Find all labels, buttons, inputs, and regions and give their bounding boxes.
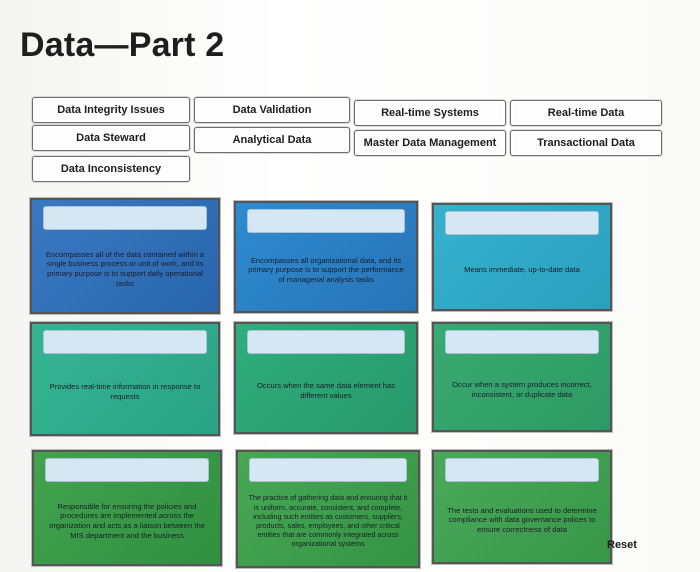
definition-card-real-time-data: Means immediate, up-to-date data [432, 203, 612, 311]
definition-text: Provides real-time information in respon… [49, 382, 201, 401]
term-real-time-data[interactable]: Real-time Data [510, 100, 662, 126]
definition-card-master-data-management: The practice of gathering data and ensur… [236, 450, 420, 568]
term-data-validation[interactable]: Data Validation [194, 97, 350, 123]
definition-card-data-inconsistency: Occurs when the same data element has di… [234, 322, 418, 434]
definition-card-real-time-systems: Provides real-time information in respon… [30, 322, 220, 436]
definition-text: Responsible for ensuring the policies an… [49, 501, 205, 540]
term-analytical-data[interactable]: Analytical Data [194, 127, 350, 153]
definition-text: The practice of gathering data and ensur… [248, 493, 408, 549]
definition-text: Occur when a system produces incorrect, … [452, 380, 592, 399]
definition-card-data-steward: Responsible for ensuring the policies an… [32, 450, 222, 566]
definition-text: Encompasses all organizational data, and… [248, 255, 404, 284]
drop-slot[interactable] [445, 330, 599, 354]
definition-card-data-integrity-issues: Occur when a system produces incorrect, … [432, 322, 612, 432]
drop-slot[interactable] [43, 330, 207, 354]
definition-card-data-validation: The tests and evaluations used to determ… [432, 450, 612, 564]
term-transactional-data[interactable]: Transactional Data [510, 130, 662, 156]
term-data-integrity-issues[interactable]: Data Integrity Issues [32, 97, 190, 123]
definition-text: Means immediate, up-to-date data [464, 265, 580, 275]
definition-card-transactional-data: Encompasses all of the data contained wi… [30, 198, 220, 314]
definition-text: Occurs when the same data element has di… [256, 381, 396, 400]
drop-slot[interactable] [247, 330, 405, 354]
term-real-time-systems[interactable]: Real-time Systems [354, 100, 506, 126]
drop-slot[interactable] [445, 211, 599, 235]
drop-slot[interactable] [445, 458, 599, 482]
page-title: Data—Part 2 [20, 26, 225, 64]
definition-text: Encompasses all of the data contained wi… [45, 249, 205, 288]
drop-slot[interactable] [249, 458, 407, 482]
term-master-data-management[interactable]: Master Data Management [354, 130, 506, 156]
drop-slot[interactable] [45, 458, 209, 482]
drop-slot[interactable] [43, 206, 207, 230]
reset-button[interactable]: Reset [607, 539, 637, 551]
definition-text: The tests and evaluations used to determ… [447, 505, 597, 534]
definition-card-analytical-data: Encompasses all organizational data, and… [234, 201, 418, 313]
drop-slot[interactable] [247, 209, 405, 233]
term-data-steward[interactable]: Data Steward [32, 125, 190, 151]
term-data-inconsistency[interactable]: Data Inconsistency [32, 156, 190, 182]
